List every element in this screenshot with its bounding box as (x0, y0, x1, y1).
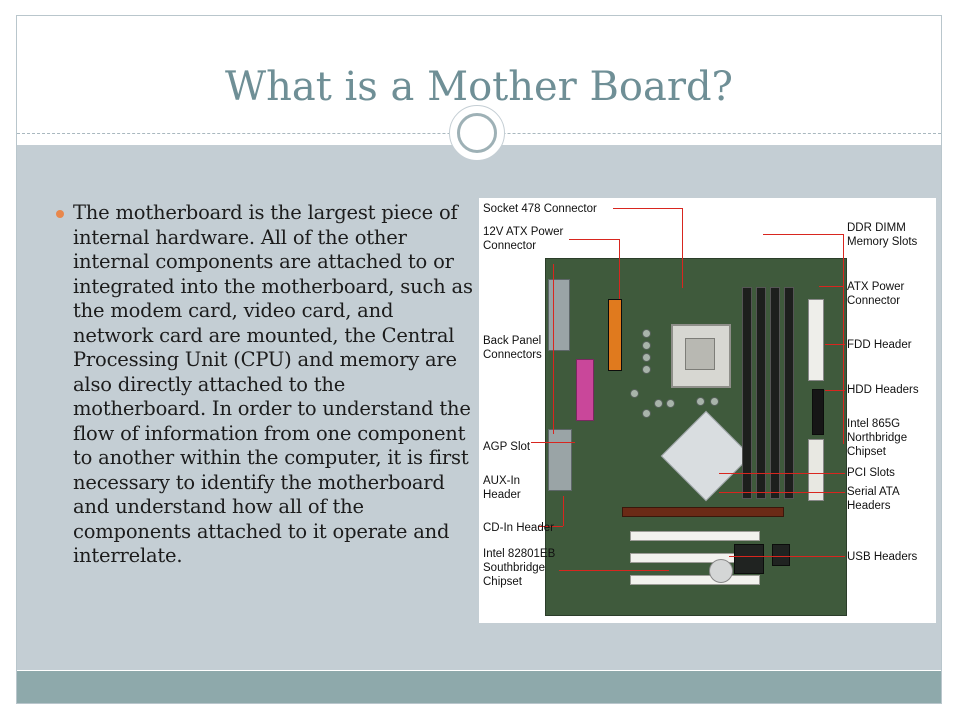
label-ddr-dimm: DDR DIMM Memory Slots (847, 222, 918, 248)
label-12v-atx-power: 12V ATX Power Connector (483, 226, 564, 252)
leader-line (719, 473, 845, 474)
leader-line (825, 344, 845, 345)
capacitor (710, 397, 719, 406)
leader-line (613, 208, 683, 209)
label-socket-478: Socket 478 Connector (483, 203, 597, 215)
capacitor (642, 353, 651, 362)
label-atx-power: ATX Power Connector (847, 281, 905, 307)
label-cd-in: CD-In Header (483, 522, 554, 534)
leader-line (563, 496, 564, 526)
atx12v-connector (608, 299, 622, 371)
hdd-header (808, 439, 824, 501)
agp-slot (622, 507, 784, 517)
leader-line (569, 239, 619, 240)
leader-line (819, 286, 843, 287)
capacitor (666, 399, 675, 408)
motherboard-diagram: Socket 478 Connector 12V ATX Power Conne… (479, 198, 936, 623)
capacitor (642, 341, 651, 350)
label-aux-in: AUX-In Header (483, 475, 521, 501)
slide-title: What is a Mother Board? (225, 64, 733, 110)
fdd-header (812, 389, 824, 435)
motherboard-illustration (545, 258, 847, 616)
capacitor (654, 399, 663, 408)
leader-line (763, 234, 843, 235)
back-panel-ports-lower (548, 429, 572, 491)
label-usb-headers: USB Headers (847, 551, 918, 563)
capacitor (696, 397, 705, 406)
label-pci-slots: PCI Slots (847, 467, 895, 479)
pci-slot-3 (630, 575, 760, 585)
leader-line (619, 239, 620, 299)
leader-line (682, 208, 683, 288)
leader-line (729, 556, 845, 557)
capacitor (642, 329, 651, 338)
decorative-ring (449, 105, 505, 161)
decorative-ring-inner (457, 113, 497, 153)
leader-line (843, 234, 844, 444)
label-fdd-header: FDD Header (847, 339, 912, 351)
leader-line (719, 492, 845, 493)
dimm-slot-1 (742, 287, 752, 499)
leader-line (559, 570, 669, 571)
label-hdd-headers: HDD Headers (847, 384, 919, 396)
leader-line (825, 390, 845, 391)
label-serial-ata: Serial ATA Headers (847, 486, 900, 512)
pci-slot-1 (630, 531, 760, 541)
capacitor (630, 389, 639, 398)
dimm-slot-2 (756, 287, 766, 499)
atx-power-connector (808, 299, 824, 381)
leader-line (539, 526, 563, 527)
capacitor (642, 365, 651, 374)
label-northbridge: Intel 865G Northbridge Chipset (847, 418, 908, 458)
label-agp-slot: AGP Slot (483, 441, 531, 453)
bullet-text: The motherboard is the largest piece of … (73, 201, 473, 567)
northbridge-heatsink (660, 410, 752, 502)
label-southbridge: Intel 82801EB Southbridge Chipset (483, 548, 556, 588)
southbridge-chip (734, 544, 764, 574)
dimm-slot-3 (770, 287, 780, 499)
cpu-socket-core (685, 338, 715, 370)
sata-headers (772, 544, 790, 566)
parallel-port (576, 359, 594, 421)
capacitor (642, 409, 651, 418)
leader-line (553, 264, 554, 434)
dimm-slot-4 (784, 287, 794, 499)
cmos-battery (709, 559, 733, 583)
back-panel-ports (548, 279, 570, 351)
footer-band (17, 671, 941, 703)
bullet-dot (56, 210, 64, 218)
cpu-socket (671, 324, 731, 388)
label-back-panel: Back Panel Connectors (483, 335, 542, 361)
leader-line (531, 442, 575, 443)
